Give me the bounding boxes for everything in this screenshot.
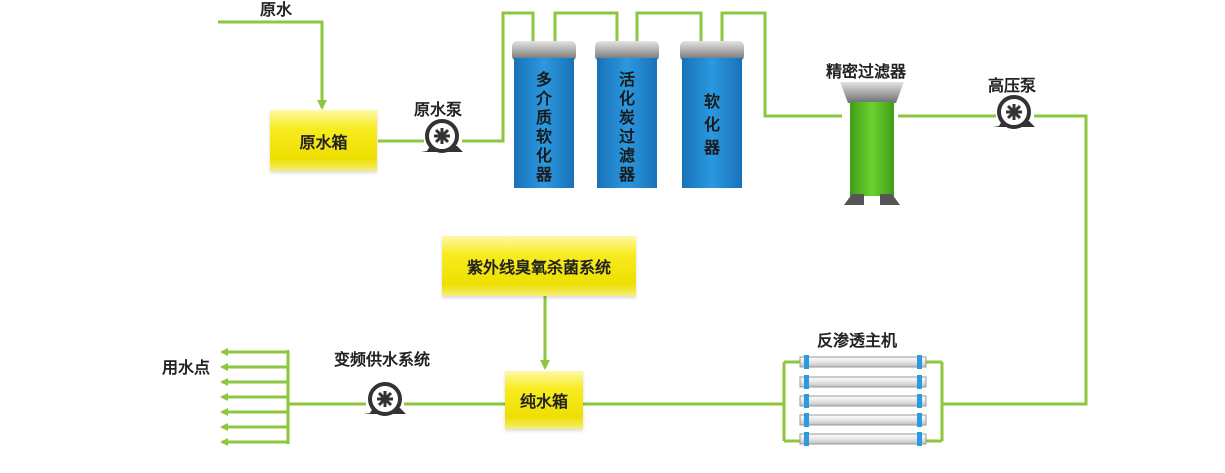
raw-water-pump-label: 原水泵 [414, 100, 463, 119]
ro-unit-label: 反渗透主机 [817, 331, 898, 350]
pure-water-tank-label: 纯水箱 [519, 392, 568, 411]
raw-water-label: 原水 [260, 0, 293, 19]
tank-softener [680, 41, 744, 188]
precision-filter [840, 82, 904, 205]
high-pressure-pump [993, 95, 1035, 129]
ro-membrane-4 [799, 414, 927, 426]
ro-unit [782, 355, 944, 446]
raw-water-tank: 原水箱 [270, 110, 377, 171]
use-point-label: 用水点 [162, 358, 211, 377]
softener-label: 软化器 [703, 92, 720, 157]
loop-2-3-pipe [635, 11, 703, 45]
uv-ozone-label: 紫外线臭氧杀菌系统 [466, 258, 611, 277]
vfd-supply-pump [364, 382, 406, 416]
ro-membrane-2 [799, 376, 927, 388]
raw-water-tank-label: 原水箱 [299, 132, 348, 152]
pure-water-tank: 纯水箱 [505, 371, 583, 429]
uv-ozone-system: 紫外线臭氧杀菌系统 [442, 236, 636, 296]
high-pressure-pump-label: 高压泵 [988, 76, 1037, 95]
multimedia-softener-label: 多介质软化器 [535, 70, 552, 184]
precision-filter-label: 精密过滤器 [826, 62, 907, 81]
vfd-supply-label: 变频供水系统 [334, 350, 431, 369]
ro-membrane-3 [799, 395, 927, 407]
raw-water-pump [421, 119, 463, 153]
carbon-filter-label: 活化炭过滤器 [618, 70, 635, 184]
use-point-outlets [220, 348, 288, 446]
ro-membrane-5 [799, 433, 927, 445]
softener-to-precision-pipe [720, 11, 842, 118]
loop-1-2-pipe [553, 11, 619, 45]
hp-to-ro-pipe [943, 114, 1088, 406]
tank-carbon [595, 41, 659, 188]
ro-membrane-1 [799, 356, 927, 368]
pump-to-filters-pipe [462, 11, 535, 143]
tank-multimedia [512, 41, 576, 188]
raw-water-inlet-pipe [218, 20, 327, 110]
